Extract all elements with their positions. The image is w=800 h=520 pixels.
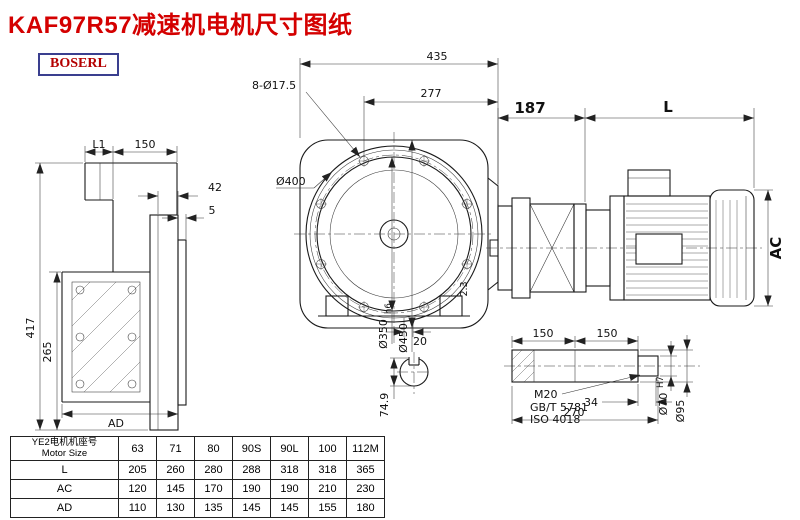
dim-flange-od-label: Ø450 bbox=[397, 323, 410, 353]
dim-150-label: 150 bbox=[135, 138, 156, 151]
motor-side-view: 187 L AC bbox=[486, 98, 785, 307]
dimension-value: 318 bbox=[308, 460, 347, 480]
dim-417-label: 417 bbox=[24, 318, 37, 339]
dimension-value: 288 bbox=[232, 460, 271, 480]
shaft-detail-view: 150 150 M20 GB/T 5781 ISO 4018 34 270 Ø7… bbox=[504, 327, 700, 426]
dimension-value: 210 bbox=[308, 479, 347, 499]
dim-270-label: 270 bbox=[564, 406, 585, 419]
dimension-value: 170 bbox=[194, 479, 233, 499]
dim-265-label: 265 bbox=[41, 342, 54, 363]
brand-logo: BOSERL bbox=[38, 53, 119, 76]
dimension-value: 130 bbox=[156, 498, 195, 518]
dimension-value: 110 bbox=[118, 498, 157, 518]
thread-label: M20 bbox=[534, 388, 558, 401]
dimension-value: 145 bbox=[156, 479, 195, 499]
motor-size-column: 112M bbox=[346, 436, 385, 461]
dimension-value: 205 bbox=[118, 460, 157, 480]
dim-ad-label: AD bbox=[108, 417, 124, 430]
dim-overall-width-label: 435 bbox=[427, 50, 448, 63]
dim-ac-label: AC bbox=[767, 237, 785, 260]
dim-5-label: 5 bbox=[209, 204, 216, 217]
dimension-value: 280 bbox=[194, 460, 233, 480]
dim-l-label: L bbox=[663, 98, 673, 116]
dimension-value: 135 bbox=[194, 498, 233, 518]
dim-spigot-tol-label: h6 bbox=[384, 303, 394, 314]
dimension-value: 180 bbox=[346, 498, 385, 518]
motor-size-column: 100 bbox=[308, 436, 347, 461]
motor-size-header: YE2电机机座号 Motor Size bbox=[10, 436, 119, 461]
dimension-value: 145 bbox=[232, 498, 271, 518]
header-en: Motor Size bbox=[41, 447, 88, 459]
gearbox-front-view: 435 277 8-Ø17.5 Ø400 Ø350 h6 Ø450 2.3 20 bbox=[252, 50, 499, 418]
dim-foot-label: 20 bbox=[413, 335, 427, 348]
row-label: AC bbox=[10, 479, 119, 499]
bolt-holes-label: 8-Ø17.5 bbox=[252, 79, 296, 92]
dimension-value: 145 bbox=[270, 498, 309, 518]
dim-150-right-label: 150 bbox=[597, 327, 618, 340]
dimension-value: 155 bbox=[308, 498, 347, 518]
dim-187-label: 187 bbox=[514, 99, 545, 117]
chamfer-note-label: 2.3 bbox=[459, 281, 470, 296]
motor-size-column: 63 bbox=[118, 436, 157, 461]
header-cn: YE2电机机座号 bbox=[31, 436, 98, 448]
motor-size-column: 71 bbox=[156, 436, 195, 461]
dim-spigot-dia-label: Ø350 bbox=[377, 319, 390, 349]
dimension-value: 120 bbox=[118, 479, 157, 499]
dim-42-label: 42 bbox=[208, 181, 222, 194]
dimension-value: 365 bbox=[346, 460, 385, 480]
row-label: AD bbox=[10, 498, 119, 518]
standard-gb-label: GB/T 5781 bbox=[530, 401, 588, 414]
dim-shaft-dia-label: Ø70 bbox=[657, 393, 670, 416]
dim-150-left-label: 150 bbox=[533, 327, 554, 340]
row-label: L bbox=[10, 460, 119, 480]
dim-34-label: 34 bbox=[584, 396, 598, 409]
dimension-value: 260 bbox=[156, 460, 195, 480]
dimension-value: 190 bbox=[270, 479, 309, 499]
motor-size-column: 90S bbox=[232, 436, 271, 461]
dim-flange-dia-label: Ø400 bbox=[276, 175, 306, 188]
gearbox-side-view: L1 150 42 5 417 265 AD bbox=[24, 138, 222, 431]
page-title: KAF97R57减速机电机尺寸图纸 bbox=[8, 12, 353, 39]
dim-hub-dia-label: Ø95 bbox=[674, 400, 687, 423]
motor-size-column: 90L bbox=[270, 436, 309, 461]
dimension-value: 230 bbox=[346, 479, 385, 499]
dim-bolt-span-label: 277 bbox=[421, 87, 442, 100]
dim-key-height-label: 74.9 bbox=[378, 393, 391, 418]
dimension-value: 318 bbox=[270, 460, 309, 480]
dimension-value: 190 bbox=[232, 479, 271, 499]
motor-size-column: 80 bbox=[194, 436, 233, 461]
dim-l1-label: L1 bbox=[92, 138, 105, 151]
